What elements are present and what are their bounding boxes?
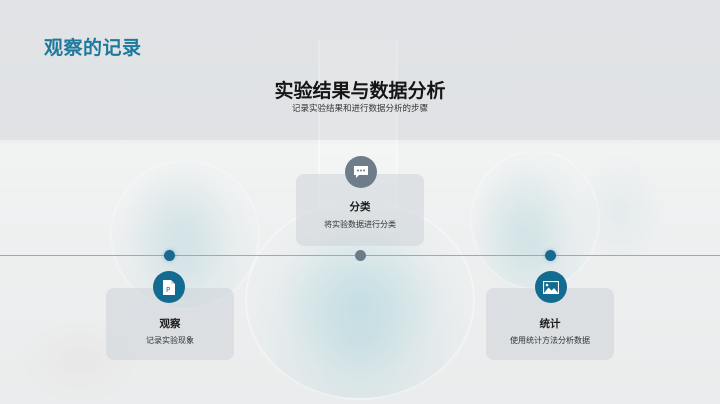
step-badge-classify — [345, 156, 377, 188]
timeline-node-statistics — [545, 250, 556, 261]
header-band — [0, 0, 720, 140]
section-title: 观察的记录 — [44, 37, 142, 59]
svg-text:P: P — [166, 286, 170, 294]
step-title: 观察 — [159, 318, 181, 330]
slide-title: 实验结果与数据分析 — [274, 80, 446, 102]
background-flask-right — [470, 150, 600, 290]
step-description: 将实验数据进行分类 — [324, 220, 396, 229]
document-p-icon: P — [163, 279, 175, 295]
step-badge-observe: P — [153, 271, 185, 303]
timeline-node-classify — [355, 250, 366, 261]
step-description: 记录实验现象 — [146, 336, 194, 345]
image-icon — [543, 280, 559, 294]
step-title: 统计 — [539, 318, 561, 330]
step-card-statistics: 统计 使用统计方法分析数据 — [486, 288, 614, 360]
step-description: 使用统计方法分析数据 — [510, 336, 590, 345]
background-flask-left — [110, 160, 260, 310]
slide-subtitle: 记录实验结果和进行数据分析的步骤 — [291, 104, 428, 114]
timeline-node-observe — [164, 250, 175, 261]
step-badge-statistics — [535, 271, 567, 303]
chat-bubble-icon — [354, 166, 368, 178]
step-title: 分类 — [349, 201, 371, 213]
